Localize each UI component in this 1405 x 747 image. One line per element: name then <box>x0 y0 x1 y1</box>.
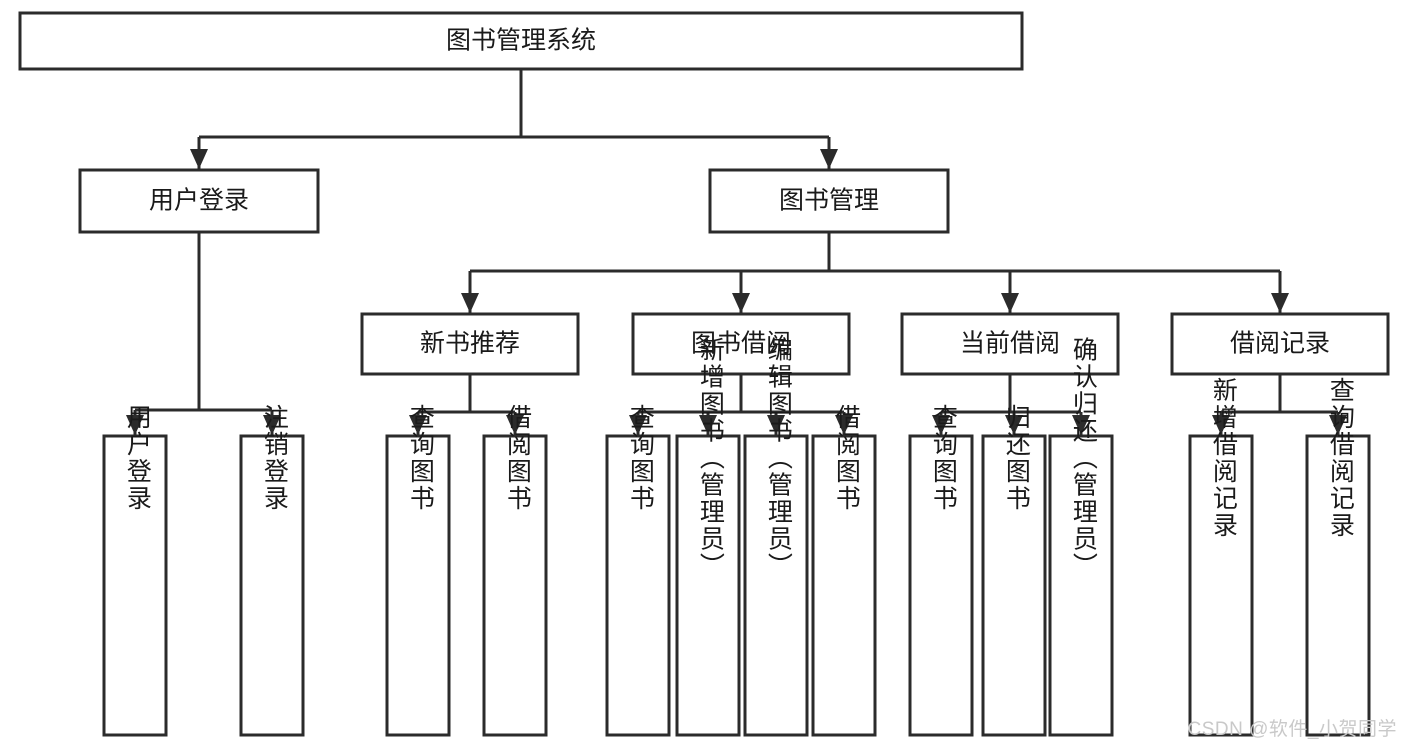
connector-arrowhead <box>1271 293 1289 313</box>
connector-arrowhead <box>629 415 647 435</box>
connector-arrowhead <box>932 415 950 435</box>
node-level2-2[interactable]: 当前借阅 <box>900 312 1120 376</box>
node-leaf-6-box[interactable] <box>743 434 809 737</box>
node-level1-0[interactable]: 用户登录 <box>78 168 320 234</box>
node-layer: 图书管理系统用户登录图书管理新书推荐图书借阅当前借阅借阅记录用户登录注销登录查询… <box>18 11 1390 737</box>
node-level1-1[interactable]: 图书管理 <box>708 168 950 234</box>
node-leaf-8-box[interactable] <box>908 434 974 737</box>
node-leaf-8[interactable]: 查询图书 <box>908 404 974 737</box>
node-leaf-11[interactable]: 新增借阅记录 <box>1188 377 1254 737</box>
node-leaf-2-box[interactable] <box>385 434 451 737</box>
connector-arrowhead <box>1212 415 1230 435</box>
node-level2-3-box[interactable] <box>1170 312 1390 376</box>
connector-arrowhead <box>1072 415 1090 435</box>
node-level2-0-label: 新书推荐 <box>420 330 520 358</box>
node-leaf-7-label: 借阅图书 <box>832 404 861 512</box>
node-level2-1-label: 图书借阅 <box>691 330 791 358</box>
node-level2-0-box[interactable] <box>360 312 580 376</box>
node-root-label: 图书管理系统 <box>446 27 596 55</box>
node-leaf-6[interactable]: 编辑图书（管理员） <box>743 337 809 737</box>
node-root[interactable]: 图书管理系统 <box>18 11 1024 71</box>
connector-arrowhead <box>732 293 750 313</box>
node-level2-1[interactable]: 图书借阅 <box>631 312 851 376</box>
node-level1-1-box[interactable] <box>708 168 950 234</box>
node-level2-0[interactable]: 新书推荐 <box>360 312 580 376</box>
node-level1-0-box[interactable] <box>78 168 320 234</box>
node-leaf-11-label: 新增借阅记录 <box>1209 377 1238 539</box>
node-leaf-12-box[interactable] <box>1305 434 1371 737</box>
connector-arrowhead <box>506 415 524 435</box>
node-leaf-5-label: 新增图书（管理员） <box>696 337 725 580</box>
node-leaf-9-label: 归还图书 <box>1002 404 1031 512</box>
node-leaf-5-box[interactable] <box>675 434 741 737</box>
connector-arrowhead <box>1329 415 1347 435</box>
node-leaf-1-label: 注销登录 <box>260 404 289 512</box>
connector-arrowhead <box>461 293 479 313</box>
connector-arrowhead <box>767 415 785 435</box>
csdn-watermark: CSDN @软件_小贺同学 <box>1187 719 1397 740</box>
node-leaf-9-box[interactable] <box>981 434 1047 737</box>
node-leaf-10[interactable]: 确认归还（管理员） <box>1048 337 1114 737</box>
connector-arrowhead <box>190 149 208 169</box>
node-root-box[interactable] <box>18 11 1024 71</box>
connector-arrowhead <box>835 415 853 435</box>
connector-layer <box>126 69 1347 435</box>
node-level2-3[interactable]: 借阅记录 <box>1170 312 1390 376</box>
node-level1-0-label: 用户登录 <box>149 187 249 215</box>
node-leaf-10-box[interactable] <box>1048 434 1114 737</box>
node-level2-3-label: 借阅记录 <box>1230 330 1330 358</box>
node-leaf-5[interactable]: 新增图书（管理员） <box>675 337 741 737</box>
node-leaf-6-label: 编辑图书（管理员） <box>764 337 793 580</box>
connector-arrowhead <box>820 149 838 169</box>
node-leaf-4-label: 查询图书 <box>626 404 655 512</box>
node-leaf-0[interactable]: 用户登录 <box>102 404 168 737</box>
node-leaf-7[interactable]: 借阅图书 <box>811 404 877 737</box>
node-leaf-10-label: 确认归还（管理员） <box>1069 337 1098 580</box>
node-leaf-4[interactable]: 查询图书 <box>605 404 671 737</box>
node-leaf-2-label: 查询图书 <box>406 404 435 512</box>
node-leaf-12[interactable]: 查询借阅记录 <box>1305 377 1371 737</box>
node-level1-1-label: 图书管理 <box>779 187 879 215</box>
node-leaf-3[interactable]: 借阅图书 <box>482 404 548 737</box>
node-leaf-0-label: 用户登录 <box>123 404 152 512</box>
node-leaf-0-box[interactable] <box>102 434 168 737</box>
node-level2-2-label: 当前借阅 <box>960 330 1060 358</box>
node-leaf-11-box[interactable] <box>1188 434 1254 737</box>
connector-arrowhead <box>126 415 144 435</box>
node-level2-1-box[interactable] <box>631 312 851 376</box>
connector-arrowhead <box>263 415 281 435</box>
node-leaf-8-label: 查询图书 <box>929 404 958 512</box>
connector-arrowhead <box>699 415 717 435</box>
node-leaf-4-box[interactable] <box>605 434 671 737</box>
node-leaf-1[interactable]: 注销登录 <box>239 404 305 737</box>
connector-arrowhead <box>1005 415 1023 435</box>
node-leaf-12-label: 查询借阅记录 <box>1326 377 1355 539</box>
node-leaf-3-box[interactable] <box>482 434 548 737</box>
node-leaf-3-label: 借阅图书 <box>503 404 532 512</box>
connector-arrowhead <box>409 415 427 435</box>
node-leaf-2[interactable]: 查询图书 <box>385 404 451 737</box>
node-leaf-9[interactable]: 归还图书 <box>981 404 1047 737</box>
connector-arrowhead <box>1001 293 1019 313</box>
node-leaf-7-box[interactable] <box>811 434 877 737</box>
node-level2-2-box[interactable] <box>900 312 1120 376</box>
node-leaf-1-box[interactable] <box>239 434 305 737</box>
